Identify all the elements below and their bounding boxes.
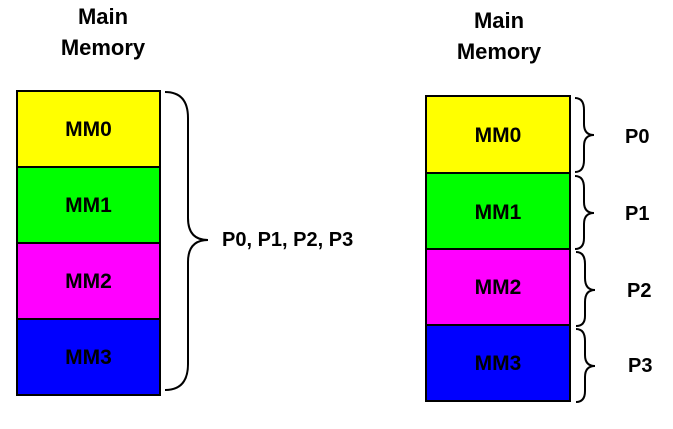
right-mm3-label: MM3 (474, 352, 522, 375)
p3-label: P3 (628, 355, 653, 377)
p2-brace (575, 251, 596, 327)
p1-brace (574, 175, 595, 250)
left-mm3-label: MM3 (65, 346, 112, 369)
p0-label: P0 (625, 126, 650, 148)
p2-label: P2 (627, 280, 652, 302)
right-mm2-label: MM2 (474, 276, 522, 299)
left-mm1-label: MM1 (65, 194, 112, 217)
left-mm0-label: MM0 (65, 118, 112, 141)
p1-label: P1 (625, 203, 650, 225)
right-mm2-block: MM2 (425, 248, 571, 326)
shared-processor-label: P0, P1, P2, P3 (222, 229, 354, 251)
right-mm1-label: MM1 (474, 200, 522, 224)
p3-brace (575, 328, 596, 403)
left-mm1-block: MM1 (16, 166, 161, 244)
right-mm1-block: MM1 (425, 172, 571, 251)
right-title: Main Memory (456, 8, 542, 64)
right-mm0-block: MM0 (425, 95, 571, 174)
left-shared-brace (164, 91, 209, 391)
left-title: Main Memory (60, 4, 146, 60)
right-mm0-label: MM0 (474, 123, 522, 147)
right-mm3-block: MM3 (425, 324, 571, 402)
left-mm2-label: MM2 (65, 270, 112, 293)
p0-brace (574, 97, 595, 173)
left-mm3-block: MM3 (16, 318, 161, 396)
